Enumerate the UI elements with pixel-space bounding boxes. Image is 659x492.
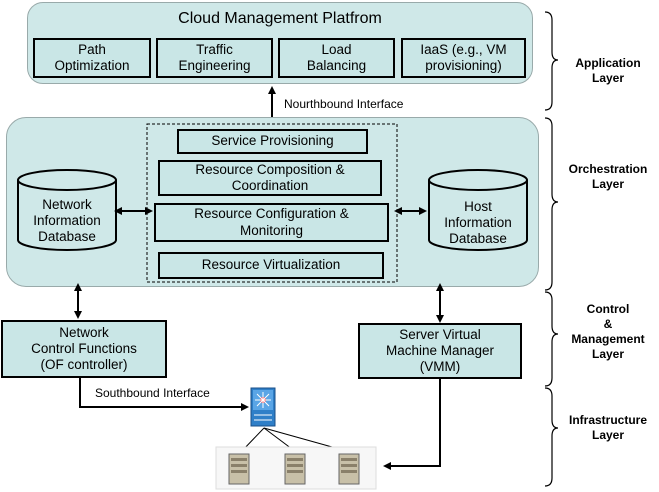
vmm-server-arrow	[383, 378, 441, 470]
load-balancing-box: Load Balancing	[278, 38, 395, 78]
server-icon	[338, 453, 360, 485]
southbound-arrow	[79, 378, 249, 411]
path-optimization-box: Path Optimization	[33, 38, 151, 78]
switch-icon	[250, 387, 276, 427]
iaas-box: IaaS (e.g., VM provisioning)	[401, 38, 526, 78]
network-db-cylinder	[17, 169, 117, 251]
network-control-functions-box: Network Control Functions (OF controller…	[1, 320, 167, 378]
application-layer-label: Application Layer	[575, 56, 641, 85]
host-db-cylinder	[428, 169, 528, 251]
resource-configuration-box: Resource Configuration & Monitoring	[154, 203, 389, 242]
control-layer-label: Control & Management Layer	[571, 302, 645, 361]
host-db-label: Host Information Database	[444, 199, 512, 247]
server-icon	[228, 453, 250, 485]
southbound-label: Southbound Interface	[95, 386, 210, 400]
server-icon	[284, 453, 306, 485]
vmm-box: Server Virtual Machine Manager (VMM)	[358, 323, 522, 379]
functions-frame	[146, 123, 398, 283]
infrastructure-layer-label: Infrastructure Layer	[568, 413, 648, 442]
northbound-label: Nourthbound Interface	[284, 97, 404, 111]
resource-virtualization-box: Resource Virtualization	[158, 252, 384, 279]
service-provisioning-box: Service Provisioning	[177, 129, 368, 154]
platform-title: Cloud Management Platfrom	[178, 10, 382, 27]
orchestration-layer-label: Orchestration Layer	[568, 162, 648, 191]
traffic-engineering-box: Traffic Engineering	[156, 38, 273, 78]
network-db-label: Network Information Database	[33, 197, 101, 245]
resource-composition-box: Resource Composition & Coordination	[158, 160, 382, 196]
layer-braces	[544, 11, 559, 487]
